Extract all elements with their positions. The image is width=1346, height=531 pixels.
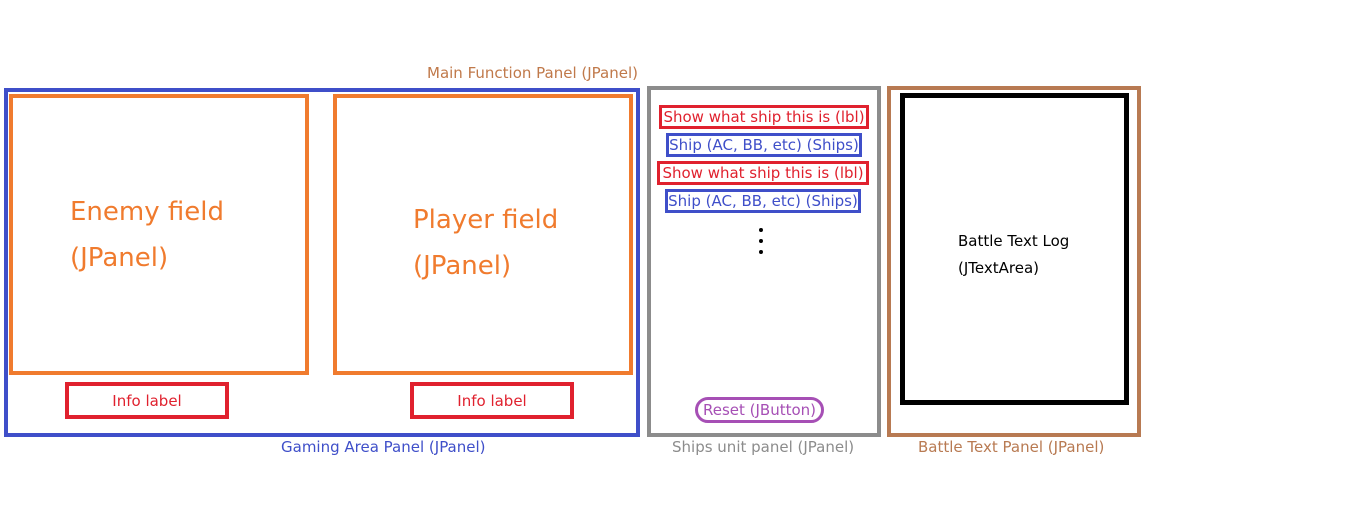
battle-text-panel <box>887 86 1141 437</box>
enemy-info-label: Info label <box>65 382 229 419</box>
ship-name-label: Show what ship this is (lbl) <box>657 161 869 185</box>
main-function-panel-title: Main Function Panel (JPanel) <box>427 64 638 82</box>
vertical-ellipsis-icon <box>756 228 766 256</box>
reset-button[interactable]: Reset (JButton) <box>695 397 824 423</box>
player-field-label-line2: (JPanel) <box>413 251 512 281</box>
ship-unit[interactable]: Ship (AC, BB, etc) (Ships) <box>666 133 862 157</box>
enemy-field-label: Enemy field (JPanel) <box>70 189 224 281</box>
battle-text-log-area[interactable] <box>900 93 1129 405</box>
gaming-area-caption: Gaming Area Panel (JPanel) <box>281 438 486 456</box>
player-field-label-line1: Player field <box>413 205 559 235</box>
ships-unit-panel <box>647 86 881 437</box>
enemy-field-panel <box>9 94 309 375</box>
ships-unit-panel-caption: Ships unit panel (JPanel) <box>672 438 855 456</box>
enemy-field-label-line1: Enemy field <box>70 197 224 227</box>
ship-unit[interactable]: Ship (AC, BB, etc) (Ships) <box>665 189 861 213</box>
ship-name-label: Show what ship this is (lbl) <box>659 105 869 129</box>
player-field-panel <box>333 94 633 375</box>
battle-text-panel-caption: Battle Text Panel (JPanel) <box>918 438 1105 456</box>
battle-text-log-label-line1: Battle Text Log <box>958 232 1070 250</box>
enemy-field-label-line2: (JPanel) <box>70 243 169 273</box>
player-info-label: Info label <box>410 382 574 419</box>
battle-text-log-label-line2: (JTextArea) <box>958 259 1039 277</box>
gaming-area-panel <box>4 88 640 437</box>
battle-text-log-label: Battle Text Log (JTextArea) <box>958 228 1069 282</box>
player-field-label: Player field (JPanel) <box>413 197 558 289</box>
